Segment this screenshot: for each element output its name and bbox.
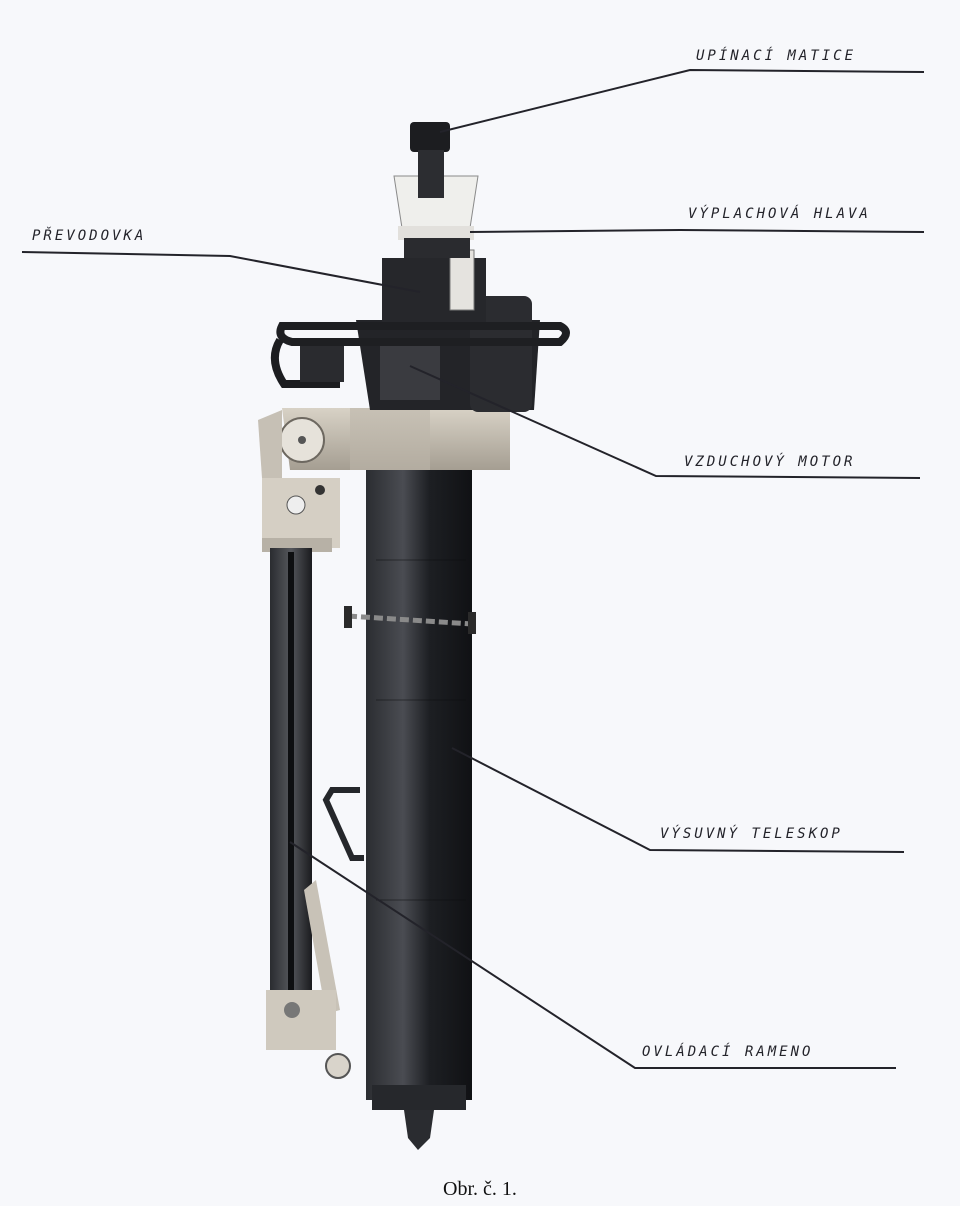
handle-loop xyxy=(322,787,364,861)
side-bracket xyxy=(258,410,340,548)
clamping-nut xyxy=(410,122,450,198)
gearbox xyxy=(382,249,486,322)
label-air-motor: VZDUCHOVÝ MOTOR xyxy=(684,454,856,470)
label-flushing-head: VÝPLACHOVÁ HLAVA xyxy=(688,206,871,222)
label-clamping-nut: UPÍNACÍ MATICE xyxy=(696,48,857,64)
flushing-head xyxy=(393,175,479,258)
control-arm xyxy=(262,538,351,1079)
label-control-arm: OVLÁDACÍ RAMENO xyxy=(642,1044,814,1060)
label-telescopic-tube: VÝSUVNÝ TELESKOP xyxy=(660,826,843,842)
mounting-plate xyxy=(279,408,510,470)
label-gearbox: PŘEVODOVKA xyxy=(32,228,147,244)
telescopic-tube xyxy=(366,445,472,1150)
air-motor xyxy=(270,296,570,412)
leader-lines xyxy=(21,68,925,1069)
chain xyxy=(344,606,476,634)
figure-caption: Obr. č. 1. xyxy=(443,1178,517,1200)
